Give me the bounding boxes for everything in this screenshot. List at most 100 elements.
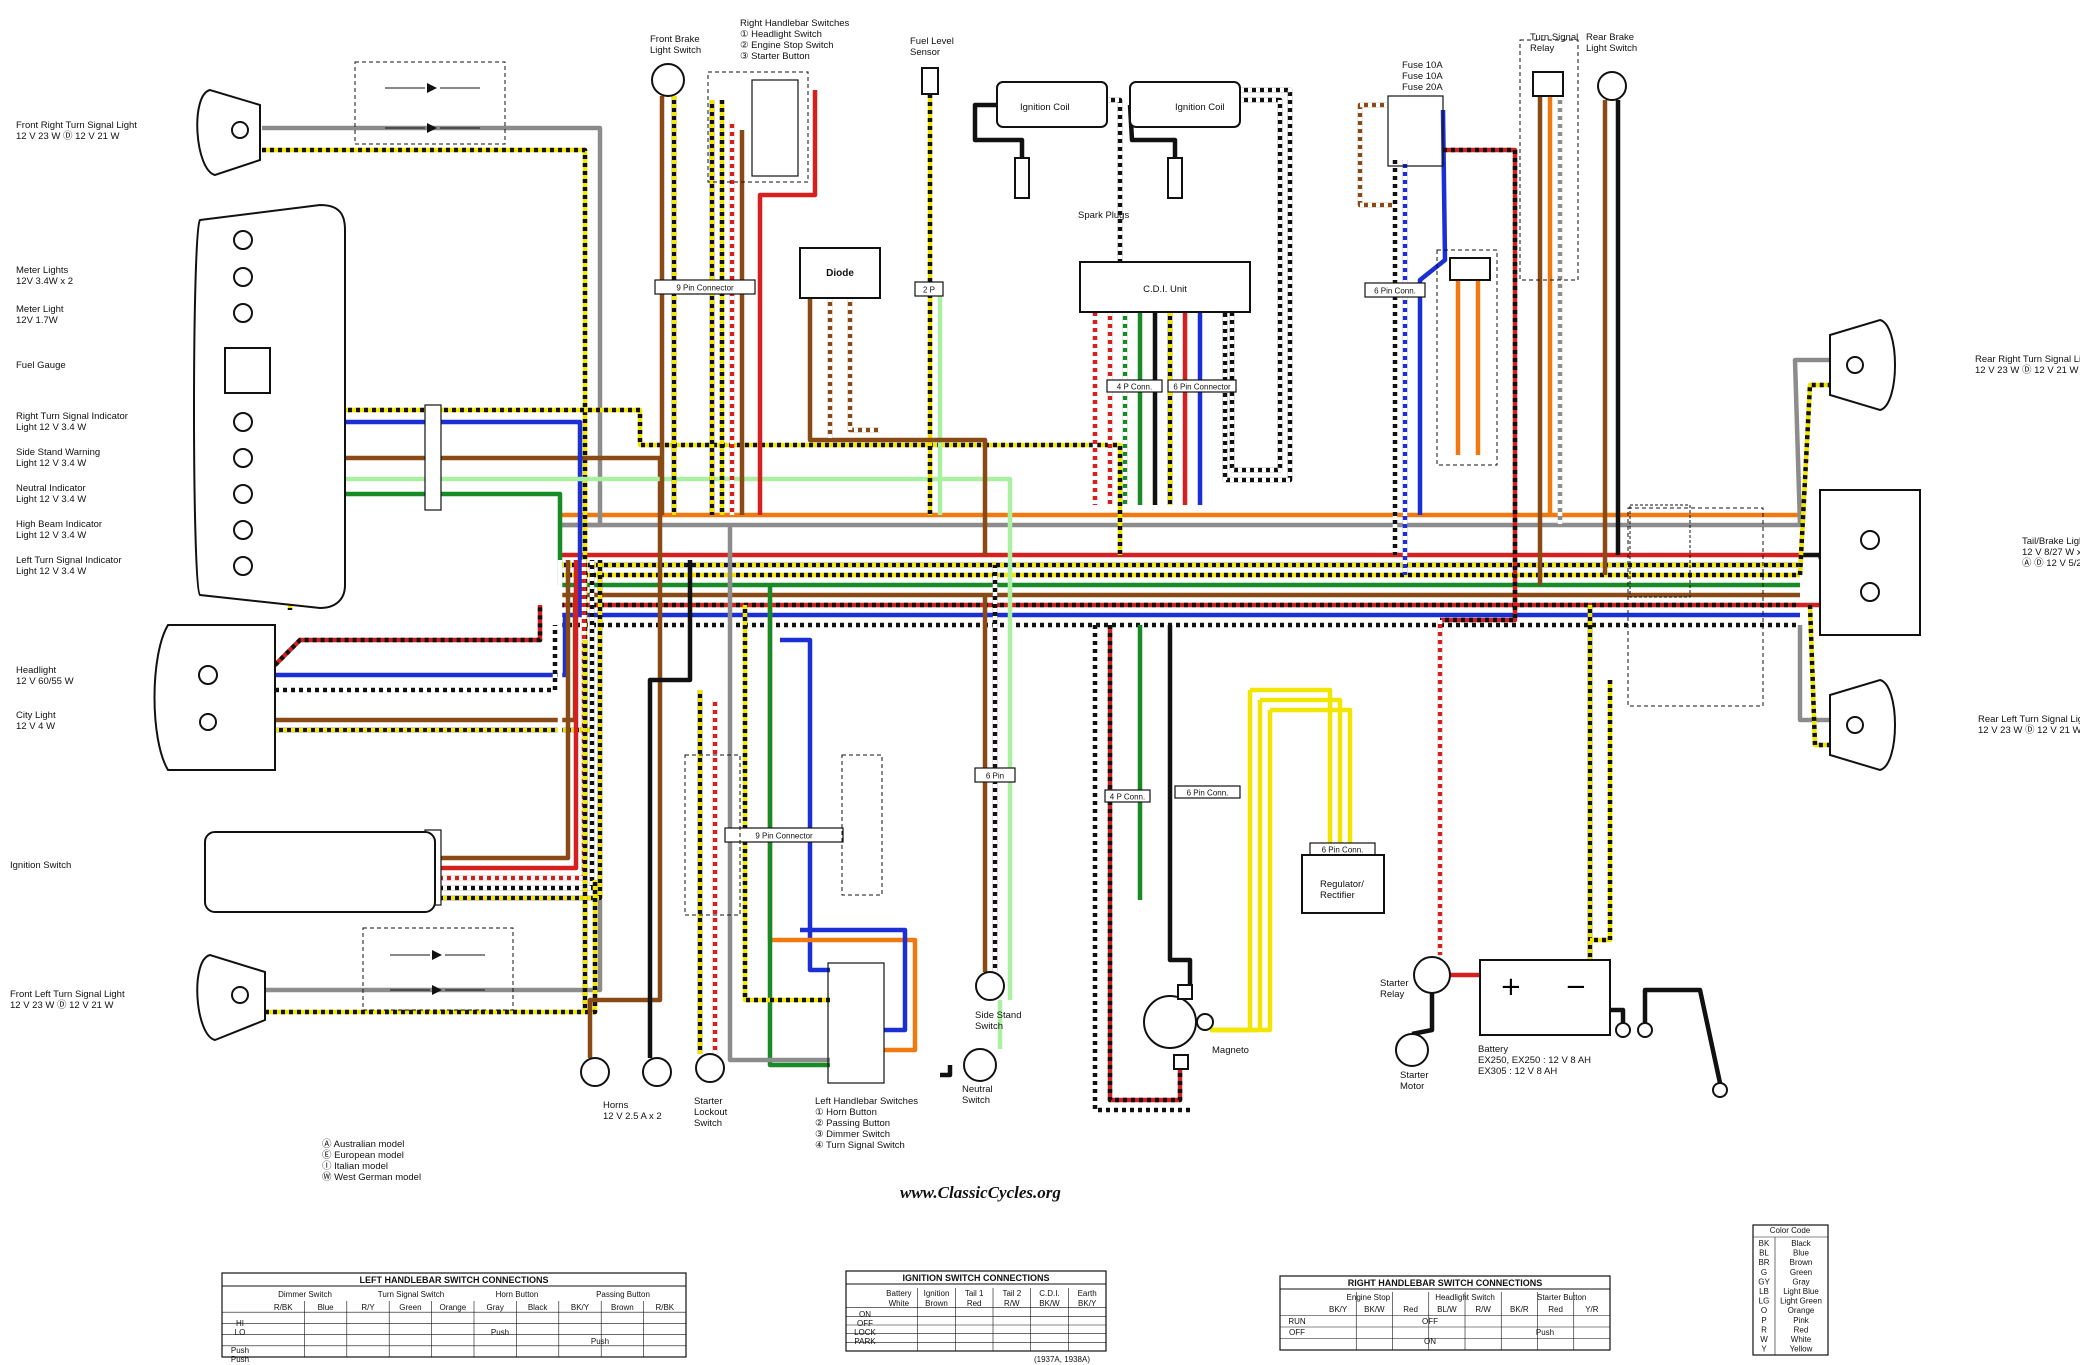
table-ign-col: Tail 1 <box>965 1289 984 1298</box>
table-left-group: Turn Signal Switch <box>378 1290 444 1299</box>
table-color-code: BR <box>1758 1258 1769 1267</box>
wire-black-115 <box>940 1065 953 1078</box>
wire-tracer <box>275 625 558 693</box>
ignition-switch-unit <box>204 831 436 913</box>
table-left-col: Green <box>399 1303 421 1312</box>
wire-yellow-black-96 <box>1590 680 1613 943</box>
table-color-code: P <box>1761 1316 1766 1325</box>
table-right-row: ON <box>1424 1337 1436 1346</box>
table-color-title: Color Code <box>1770 1226 1811 1235</box>
connection-tables: LEFT HANDLEBAR SWITCH CONNECTIONSDimmer … <box>221 83 1829 1364</box>
table-color-name: Yellow <box>1790 1345 1813 1354</box>
table-color-code: R <box>1761 1325 1767 1334</box>
table-right-col: Red <box>1548 1305 1563 1314</box>
wire-gray-90 <box>1792 357 1830 526</box>
wire-yellow-72 <box>1210 690 1253 1033</box>
indicator-bulb-7 <box>233 556 253 576</box>
left-handlebar-switches <box>827 962 885 1084</box>
side-stand-switch <box>975 971 1005 1001</box>
wire-blue-108 <box>800 927 908 1033</box>
wire-black-99 <box>1642 987 1723 1084</box>
table-ignition <box>845 1270 1107 1352</box>
rear-right-turn-signal-light <box>1829 318 1896 412</box>
table-color-code: LG <box>1759 1297 1770 1306</box>
table-right-col: BL/W <box>1437 1305 1457 1314</box>
table-ign-note: (1937A, 1938A) <box>1034 1355 1090 1364</box>
table-right-col: BK/R <box>1510 1305 1529 1314</box>
headlight-unit <box>153 624 276 771</box>
table-left-handlebar <box>221 1272 687 1358</box>
table-left-row: HI <box>236 1319 244 1328</box>
fuse-holder <box>1449 257 1491 281</box>
table-right-row: RUN <box>1288 1317 1306 1326</box>
table-ign-col: Tail 2 <box>1002 1289 1021 1298</box>
label-regulator: Regulator/Rectifier <box>1320 879 1364 901</box>
wire-black-100 <box>1411 993 1435 1037</box>
table-right-col: R/W <box>1475 1305 1491 1314</box>
cdi-unit <box>1079 261 1251 313</box>
connector-9pin-top <box>654 279 756 295</box>
connector-9pin-meter <box>424 404 442 511</box>
wire-tracer <box>300 407 1123 555</box>
connector-6pin-regulator-label: 6 Pin Conn. <box>1322 846 1364 855</box>
spark-plug-1 <box>1014 157 1030 199</box>
front-left-turn-signal-light <box>196 953 266 1042</box>
wire-blue-106 <box>780 637 830 973</box>
wire-gray-40 <box>265 900 603 993</box>
table-ign-color: BK/W <box>1039 1299 1060 1308</box>
wire-yellow-black-111 <box>742 605 830 1003</box>
wire-brown-57 <box>807 298 988 555</box>
starter-motor <box>1395 1033 1429 1067</box>
wire-lightgreen-27 <box>300 476 1013 1000</box>
wire-yellow-black-93 <box>1807 604 1830 748</box>
connector-rear-block <box>1629 504 1691 598</box>
table-color-code: GY <box>1758 1277 1770 1286</box>
wire-black-52 <box>972 102 1025 158</box>
wire-black-98 <box>1610 1007 1626 1025</box>
table-left-row: LO <box>235 1328 246 1337</box>
connector-9pin-bottom <box>724 827 844 843</box>
table-left-col: R/Y <box>361 1303 375 1312</box>
wire-tracer <box>273 605 543 667</box>
front-right-turn-signal-light <box>196 88 261 177</box>
table-right-row: Push <box>1536 1328 1554 1337</box>
wire-tracer <box>1229 97 1283 473</box>
table-ign-col: Earth <box>1078 1289 1097 1298</box>
table-ign-color: R/W <box>1004 1299 1020 1308</box>
table-color-code: BK <box>1759 1239 1770 1248</box>
right-handlebar-switches <box>707 71 809 183</box>
wire-yellow-74 <box>1210 700 1263 1033</box>
table-left-group: Horn Button <box>496 1290 539 1299</box>
table-right-group: Starter Button <box>1537 1293 1586 1302</box>
wire-yellow-73 <box>1250 687 1333 855</box>
wire-tracer <box>1440 147 1518 623</box>
table-right-col: BK/W <box>1364 1305 1385 1314</box>
label-cdi-unit: C.D.I. Unit <box>1143 284 1187 295</box>
indicator-bulb-3 <box>233 412 253 432</box>
table-color-code: LB <box>1759 1287 1769 1296</box>
table-color-name: Green <box>1790 1268 1812 1277</box>
dimmer-dashbox <box>841 754 883 896</box>
table-left-col: Gray <box>487 1303 504 1312</box>
table-left-group: Dimmer Switch <box>278 1290 332 1299</box>
horns <box>580 1057 672 1087</box>
wire-tracer <box>1222 87 1293 483</box>
table-left-row: Push <box>231 1346 249 1355</box>
connector-6pin-bottom <box>1174 785 1241 799</box>
